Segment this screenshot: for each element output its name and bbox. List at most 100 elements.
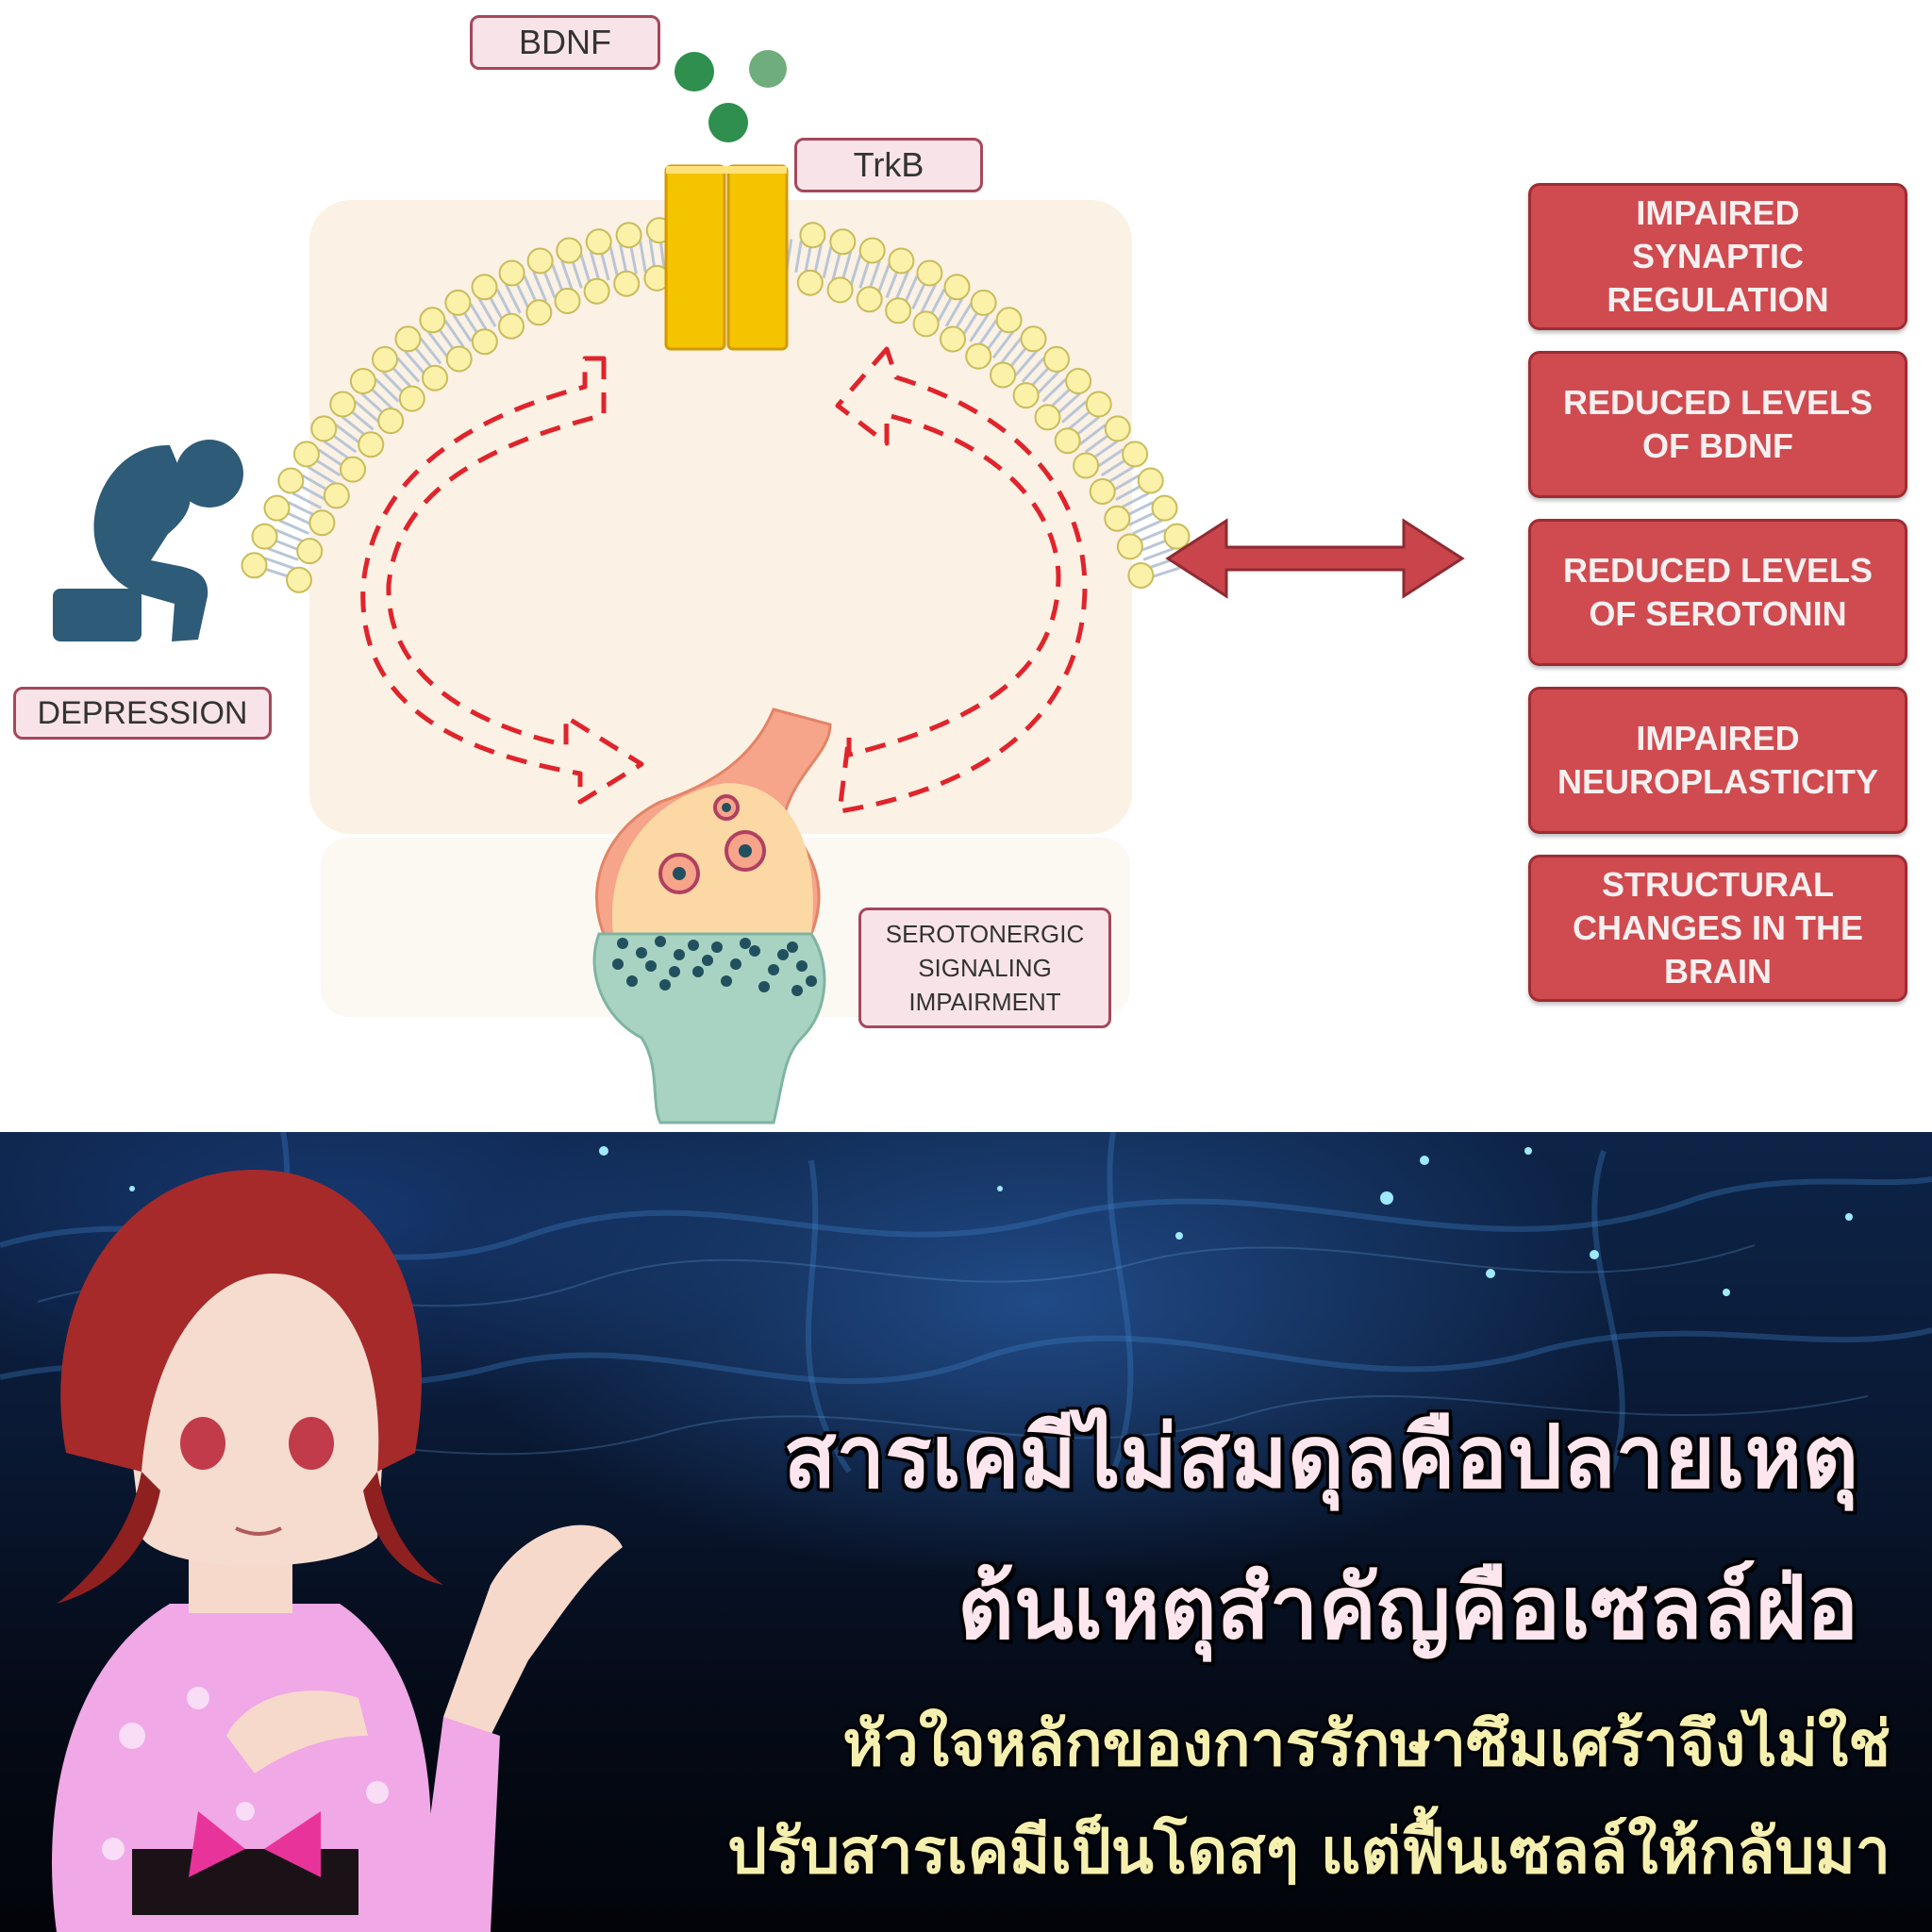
lipid-head: [585, 228, 612, 256]
serotonin-molecule: [659, 979, 671, 991]
lipid-head: [251, 523, 278, 550]
serotonin-molecule: [787, 941, 798, 953]
feedback-cycle-arrows: [360, 346, 1088, 814]
lipid-head: [1020, 325, 1047, 353]
serotonin-molecule: [617, 938, 628, 949]
lipid-head: [422, 364, 448, 391]
lipid-head: [1127, 562, 1155, 589]
serotonin-molecule: [721, 975, 732, 987]
lipid-head: [1085, 391, 1112, 418]
lipid-head: [885, 297, 912, 325]
serotonin-molecule: [645, 960, 657, 972]
postsynaptic-neuron: [592, 932, 826, 1124]
effect-reduced-bdnf: REDUCED LEVELS OF BDNF: [1528, 351, 1907, 498]
serotonin-molecule: [688, 940, 699, 951]
headline-line-2: ต้นเหตุสำคัญคือเซลล์ฝ่อ: [958, 1557, 1858, 1658]
lipid-head: [1034, 404, 1061, 431]
serotonin-molecule: [740, 938, 751, 949]
lipid-head: [1065, 368, 1092, 394]
lipid-head: [1163, 523, 1191, 550]
trkb-receptor: [664, 164, 789, 351]
lipid-head: [826, 276, 854, 304]
serotonin-molecules: [612, 936, 817, 996]
lipid-head: [858, 237, 886, 264]
lipid-head: [856, 286, 883, 313]
subline-line-2: ปรับสารเคมีเป็นโดสๆ แต่ฟื้นเซลล์ให้กลับม…: [727, 1815, 1890, 1888]
lipid-head: [329, 391, 357, 418]
lipid-head: [498, 312, 525, 340]
lipid-head: [394, 325, 422, 353]
depression-mechanism-diagram: BDNF TrkB DEPRESSION SEROTONERGIC SIGNAL…: [13, 15, 1907, 1124]
serotonin-molecule: [806, 975, 817, 987]
lipid-head: [799, 222, 826, 249]
lipid-head: [398, 385, 425, 412]
lipid-head: [943, 274, 971, 301]
lipid-head: [965, 342, 992, 370]
lipid-head: [554, 288, 581, 314]
caption-panel: สารเคมีไม่สมดุลคือปลายเหตุ ต้นเหตุสำคัญค…: [0, 1132, 1932, 1932]
double-headed-arrow: [1165, 518, 1465, 599]
bdnf-molecule: [749, 50, 787, 88]
cell-interior: [309, 200, 1132, 834]
lipid-head: [1054, 427, 1081, 455]
effect-impaired-synaptic-regulation: IMPAIRED SYNAPTIC REGULATION: [1528, 183, 1907, 330]
lipid-head: [1151, 494, 1178, 522]
serotonin-molecule: [796, 960, 808, 972]
serotonin-molecule: [692, 966, 704, 977]
lipid-head: [912, 310, 940, 338]
headline-line-1: สารเคมีไม่สมดุลคือปลายเหตุ: [783, 1407, 1858, 1507]
lipid-head: [308, 509, 336, 537]
lipid-head: [1137, 467, 1164, 494]
lipid-head: [829, 228, 857, 256]
lipid-head: [888, 247, 915, 275]
lipid-head: [372, 345, 398, 373]
effect-reduced-serotonin: REDUCED LEVELS OF SEROTONIN: [1528, 519, 1907, 666]
lipid-head: [1122, 441, 1149, 468]
lipid-head: [241, 552, 268, 579]
serotonin-molecule: [612, 958, 624, 970]
lipid-head: [526, 247, 554, 275]
lipid-head: [525, 299, 553, 326]
lipid-head: [296, 538, 324, 565]
lipid-head: [990, 361, 1017, 389]
effect-structural-brain-changes: STRUCTURAL CHANGES IN THE BRAIN: [1528, 855, 1907, 1002]
lipid-head: [444, 289, 472, 316]
cell-membrane: [241, 217, 1191, 593]
lipid-head: [1116, 533, 1143, 560]
lipid-head: [940, 325, 966, 353]
serotonin-molecule: [655, 936, 666, 947]
lipid-head: [498, 259, 525, 287]
lipid-head: [349, 368, 376, 394]
bdnf-label: BDNF: [470, 15, 660, 70]
lipid-head: [916, 259, 943, 287]
lipid-head: [277, 467, 305, 494]
serotonin-molecule: [702, 955, 713, 966]
lipid-head: [1012, 382, 1040, 409]
lipid-head: [471, 274, 498, 301]
lipid-head: [1104, 415, 1131, 442]
serotonin-molecule: [626, 975, 638, 987]
depression-label: DEPRESSION: [13, 687, 272, 740]
serotonin-molecule: [674, 949, 685, 960]
lipid-head: [377, 408, 405, 435]
lipid-head: [286, 566, 312, 593]
bdnf-molecule: [708, 103, 748, 142]
lipid-head: [323, 482, 350, 509]
lipid-head: [1073, 452, 1100, 479]
serotonin-molecule: [636, 947, 647, 958]
lipid-head: [419, 307, 446, 334]
lipid-head: [292, 441, 320, 468]
lipid-head: [340, 456, 366, 483]
serotonin-molecule: [730, 958, 741, 970]
anime-character-illustration: [52, 1170, 623, 1932]
presynaptic-terminal: [595, 708, 832, 936]
lipid-head: [613, 270, 641, 297]
serotonergic-label: SEROTONERGIC SIGNALING IMPAIRMENT: [858, 908, 1111, 1028]
lipid-head: [1043, 345, 1070, 373]
effect-impaired-neuroplasticity: IMPAIRED NEUROPLASTICITY: [1528, 687, 1907, 834]
trkb-label: TrkB: [794, 138, 983, 192]
depressed-person-icon: [53, 440, 243, 641]
lipid-head: [556, 237, 583, 264]
lipid-head: [310, 415, 338, 442]
serotonin-molecule: [791, 985, 803, 996]
